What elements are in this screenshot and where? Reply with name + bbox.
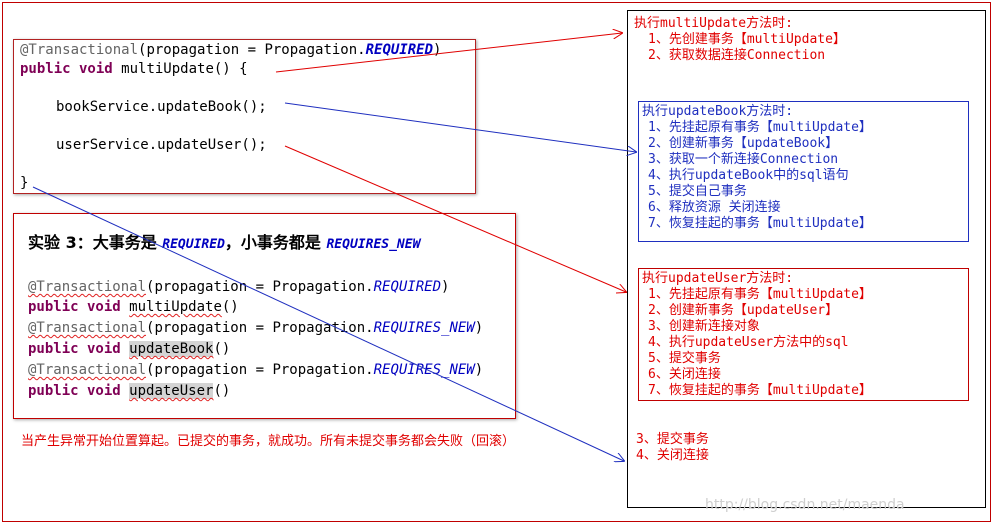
user-note-item: 2、创建新事务【updateUser】	[648, 303, 839, 318]
exp-parens-2: ()	[213, 341, 231, 357]
exp-value-2: REQUIRES_NEW	[373, 320, 475, 336]
arrow-closing-brace	[32, 186, 624, 461]
exp-parens-1: ()	[221, 299, 239, 315]
multi-note-title: 执行multiUpdate方法时:	[634, 16, 793, 31]
exp-value-1: REQUIRED	[373, 279, 442, 295]
exp-value-3: REQUIRES_NEW	[373, 362, 475, 378]
experiment-title-required: REQUIRED	[162, 237, 225, 252]
book-note-item: 1、先挂起原有事务【multiUpdate】	[648, 120, 872, 135]
exp-method-3: updateUser	[129, 383, 214, 399]
experiment-title-prefix: 实验 3：大事务是	[28, 233, 163, 252]
exp-method-line-2: public void updateBook()	[28, 341, 230, 358]
book-note-item: 2、创建新事务【updateBook】	[648, 136, 839, 151]
exp-args-2: (propagation = Propagation.	[146, 320, 374, 336]
update-book-note-box	[638, 101, 969, 242]
annotation-args: (propagation = Propagation.	[138, 42, 366, 58]
book-note-item: 3、获取一个新连接Connection	[648, 152, 839, 167]
exp-annotation-3: @Transactional	[28, 362, 147, 378]
annotation-close: )	[433, 42, 442, 58]
watermark: http://blog.csdn.net/maenda	[705, 497, 905, 513]
exp-keyword-3: public void	[28, 383, 130, 399]
experiment-title-middle: ，小事务都是	[224, 233, 327, 252]
exp-args-3: (propagation = Propagation.	[146, 362, 374, 378]
exp-annotation-line-1: @Transactional(propagation = Propagation…	[28, 279, 449, 296]
exp-close-1: )	[441, 279, 450, 295]
closing-brace: }	[20, 175, 29, 191]
exp-keyword-1: public void	[28, 299, 130, 315]
arrow-update-book	[284, 102, 636, 152]
experiment-title-requires-new: REQUIRES_NEW	[326, 237, 421, 252]
book-note-title: 执行updateBook方法时:	[642, 104, 794, 119]
exp-annotation-line-2: @Transactional(propagation = Propagation…	[28, 320, 483, 337]
book-note-item: 5、提交自己事务	[648, 184, 747, 199]
user-note-item: 1、先挂起原有事务【multiUpdate】	[648, 287, 872, 302]
experiment-title: 实验 3：大事务是 REQUIRED，小事务都是 REQUIRES_NEW	[28, 229, 420, 253]
exp-keyword-2: public void	[28, 341, 130, 357]
exp-annotation-2: @Transactional	[28, 320, 147, 336]
notes-panel	[627, 10, 986, 508]
multi-note-item: 1、先创建事务【multiUpdate】	[648, 32, 846, 47]
code-annotation-line: @Transactional(propagation = Propagation…	[20, 42, 441, 59]
user-note-item: 7、恢复挂起的事务【multiUpdate】	[648, 383, 872, 398]
method-keyword: public void	[20, 61, 122, 77]
method-signature-line: public void multiUpdate() {	[20, 61, 248, 78]
final-note-item: 4、关闭连接	[636, 448, 709, 463]
exp-close-2: )	[474, 320, 484, 336]
book-note-item: 4、执行updateBook中的sql语句	[648, 168, 849, 183]
exp-close-3: )	[474, 362, 484, 378]
exp-method-line-1: public void multiUpdate()	[28, 299, 239, 316]
multi-note-item: 2、获取数据连接Connection	[648, 48, 826, 63]
exp-method-1: multiUpdate	[129, 299, 222, 315]
exception-note: 当产生异常开始位置算起。已提交的事务，就成功。所有未提交事务都会失败（回滚）	[21, 434, 516, 449]
annotation-text: @Transactional	[20, 42, 139, 58]
exp-parens-3: ()	[213, 383, 231, 399]
user-note-item: 6、关闭连接	[648, 367, 721, 382]
user-note-title: 执行updateUser方法时:	[642, 271, 794, 286]
arrow-update-user	[284, 145, 626, 292]
update-user-note-box	[638, 268, 969, 401]
user-call-line: userService.updateUser();	[56, 137, 267, 153]
book-note-item: 7、恢复挂起的事务【multiUpdate】	[648, 216, 872, 231]
user-note-item: 5、提交事务	[648, 351, 721, 366]
exp-method-2: updateBook	[129, 341, 214, 357]
user-note-item: 3、创建新连接对象	[648, 319, 760, 334]
user-note-item: 4、执行updateUser方法中的sql	[648, 335, 849, 350]
final-note-item: 3、提交事务	[636, 432, 709, 447]
propagation-required: REQUIRED	[365, 42, 434, 58]
exp-annotation-1: @Transactional	[28, 279, 147, 295]
code-snippet-box	[13, 39, 476, 194]
arrow-multi-update	[275, 33, 622, 73]
exp-method-line-3: public void updateUser()	[28, 383, 230, 400]
exp-args-1: (propagation = Propagation.	[146, 279, 374, 295]
method-signature: multiUpdate() {	[121, 61, 248, 77]
experiment-box	[13, 213, 516, 419]
book-call-line: bookService.updateBook();	[56, 99, 267, 115]
exp-annotation-line-3: @Transactional(propagation = Propagation…	[28, 362, 483, 379]
book-note-item: 6、释放资源 关闭连接	[648, 200, 781, 215]
